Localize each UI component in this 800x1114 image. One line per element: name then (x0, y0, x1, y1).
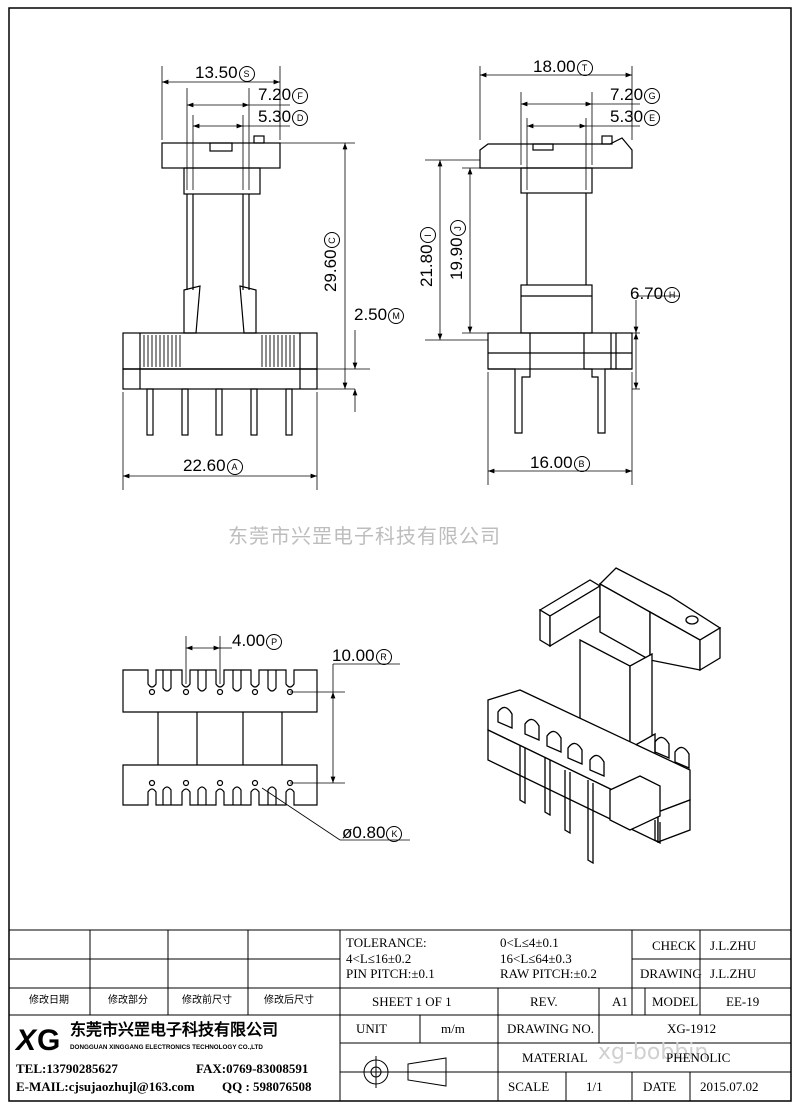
material-value: PHENOLIC (666, 1050, 731, 1065)
isometric-view (487, 567, 722, 844)
rev-header-after: 修改后尺寸 (264, 995, 314, 1006)
date-label: DATE (643, 1079, 677, 1094)
model-label: MODEL (652, 994, 699, 1009)
front-view (122, 135, 318, 390)
pin-pitch: PIN PITCH:±0.1 (346, 966, 435, 981)
projection-symbol-icon (360, 1056, 447, 1088)
rev-header-part: 修改部分 (108, 995, 148, 1006)
company-qq: QQ : 598076508 (222, 1079, 312, 1094)
bottom-view-dims (185, 636, 410, 841)
scale-label: SCALE (508, 1079, 550, 1094)
tolerance-3: 16<L≤64±0.3 (500, 951, 572, 966)
tolerance-1: 0<L≤4±0.1 (500, 935, 559, 950)
drawing-value: J.L.ZHU (710, 966, 757, 981)
front-view-fins (143, 335, 295, 367)
unit-label: UNIT (356, 1021, 388, 1036)
tolerance-label: TOLERANCE: (346, 935, 427, 950)
company-tel: TEL:13790285627 (16, 1061, 118, 1076)
front-view-pins (146, 388, 293, 436)
rev-label: REV. (530, 994, 558, 1009)
watermark-company: 东莞市兴罡电子科技有限公司 (228, 524, 501, 548)
svg-text:G: G (37, 1024, 60, 1057)
rev-header-date: 修改日期 (29, 995, 69, 1006)
dim-29-60: 29.60C (321, 232, 340, 292)
drawing-no-value: XG-1912 (667, 1021, 717, 1036)
company-name-en: DONGGUAN XINGGANG ELECTRONICS TECHNOLOGY… (70, 1044, 263, 1051)
rev-header-before: 修改前尺寸 (182, 995, 232, 1006)
svg-text:X: X (14, 1024, 38, 1057)
raw-pitch: RAW PITCH:±0.2 (500, 966, 597, 981)
company-logo: X G (14, 1022, 66, 1057)
company-email: E-MAIL:cjsujaozhujl@163.com (16, 1079, 195, 1094)
tolerance-2: 4<L≤16±0.2 (346, 951, 412, 966)
company-name-cn: 东莞市兴罡电子科技有限公司 (70, 1020, 279, 1039)
check-label: CHECK (652, 938, 697, 953)
watermark-site: xg-bobbin (598, 1040, 709, 1065)
scale-value: 1/1 (586, 1079, 603, 1094)
bottom-view (122, 669, 318, 806)
check-value: J.L.ZHU (710, 938, 757, 953)
isometric-pins (497, 706, 690, 865)
drawing-no-label: DRAWING NO. (507, 1021, 595, 1036)
side-view (479, 135, 633, 434)
dim-21-80: 21.80I (417, 227, 436, 287)
drawing-label: DRAWING (640, 966, 702, 981)
date-value: 2015.07.02 (700, 1079, 759, 1094)
front-view-dims (122, 66, 370, 490)
unit-value: m/m (441, 1021, 465, 1036)
sheet-border (8, 7, 792, 1102)
model-value: EE-19 (726, 994, 760, 1009)
title-block-grid (9, 929, 791, 1101)
company-fax: FAX:0769-83008591 (196, 1061, 309, 1076)
dim-19-90: 19.90J (447, 220, 466, 280)
rev-value: A1 (612, 994, 628, 1009)
sheet-number: SHEET 1 OF 1 (372, 994, 452, 1009)
material-label: MATERIAL (522, 1050, 588, 1065)
